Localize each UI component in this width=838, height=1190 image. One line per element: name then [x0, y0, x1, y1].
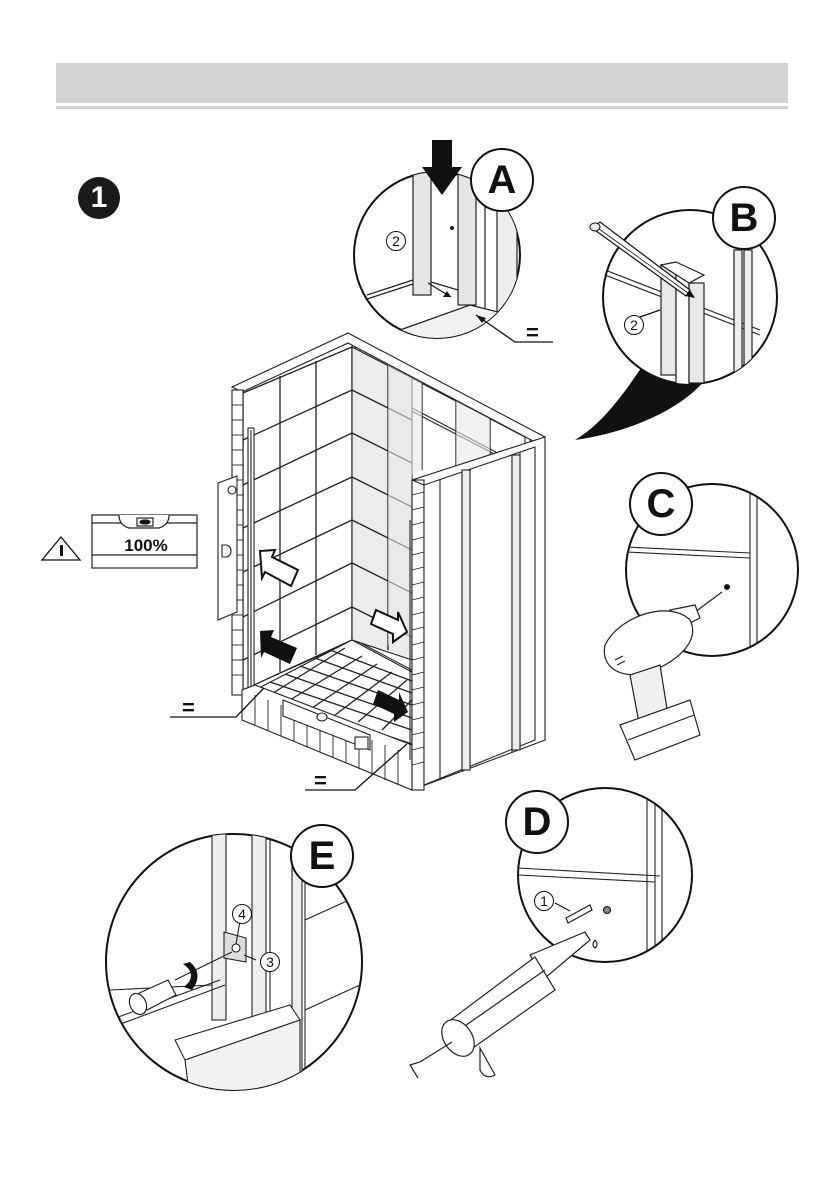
detail-a-label: A: [470, 148, 534, 212]
warning-triangle-icon: [42, 537, 80, 560]
detail-c-label: C: [629, 472, 693, 536]
detail-c-view: [604, 480, 798, 760]
detail-e-label: E: [290, 824, 354, 888]
caulking-gun-icon: [410, 932, 597, 1078]
part-callout-4-e: 4: [232, 904, 252, 924]
equal-mark-left: =: [182, 697, 195, 719]
part-callout-3-e: 3: [260, 952, 280, 972]
equal-mark-detail-a: =: [526, 322, 539, 344]
detail-b-label: B: [712, 186, 776, 250]
level-percentage: 100%: [96, 536, 196, 556]
equal-mark-bottom: =: [314, 770, 327, 792]
part-callout-1-d: 1: [534, 891, 554, 911]
detail-d-label: D: [505, 790, 569, 854]
part-callout-2-a: 2: [386, 231, 406, 251]
part-callout-2-b: 2: [624, 315, 644, 335]
vertical-spirit-level: [218, 476, 237, 620]
